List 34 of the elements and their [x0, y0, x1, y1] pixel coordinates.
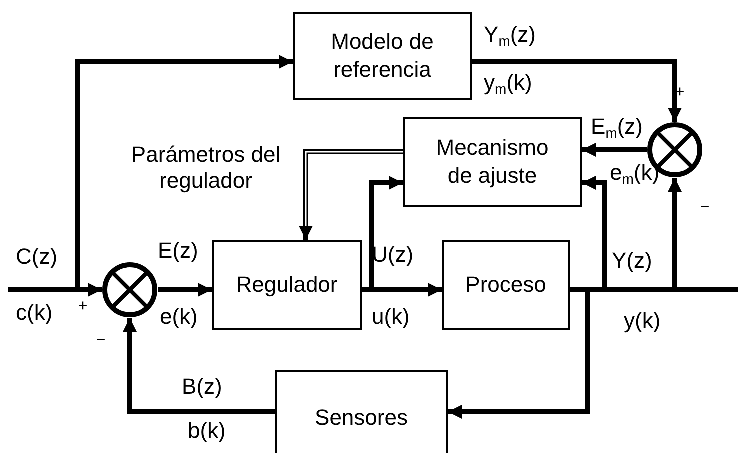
arrow	[158, 283, 212, 297]
arrow	[472, 60, 682, 122]
signal-label: Parámetros del regulador	[130, 142, 282, 194]
signal-label: e(k)	[160, 304, 199, 330]
signal-label: y$_{m}$(k)	[484, 70, 534, 96]
block-label: Mecanismo de ajuste	[435, 134, 550, 190]
signal-label: Y$_{m}$(z)	[484, 22, 538, 48]
arrow	[8, 283, 102, 297]
signal-label: c(k)	[16, 300, 54, 326]
signal-label: −	[699, 198, 711, 218]
process-box	[212, 240, 362, 330]
process-box	[293, 12, 472, 100]
signal-label: b(k)	[188, 418, 227, 444]
summing-junction	[102, 262, 158, 318]
block-label: Proceso	[466, 271, 546, 299]
block-label: Sensores	[315, 404, 408, 432]
block-label: Regulador	[236, 271, 338, 299]
arrow	[582, 143, 647, 157]
signal-label: Y(z)	[612, 248, 654, 274]
signal-label: −	[95, 331, 107, 351]
process-box	[275, 370, 448, 453]
arrow	[123, 318, 275, 414]
block-label: Modelo de referencia	[330, 28, 435, 84]
signal-label: B(z)	[182, 374, 224, 400]
process-box	[442, 240, 570, 330]
arrow	[76, 55, 293, 290]
signal-label: C(z)	[16, 244, 59, 270]
signal-label: y(k)	[624, 308, 662, 334]
signal-label: E$_{m}$(z)	[591, 114, 644, 140]
double-line-arrow	[299, 150, 403, 240]
signal-label: E(z)	[158, 238, 200, 264]
process-box	[403, 117, 582, 207]
signal-label: +	[77, 297, 89, 317]
signal-label: u(k)	[372, 304, 411, 330]
